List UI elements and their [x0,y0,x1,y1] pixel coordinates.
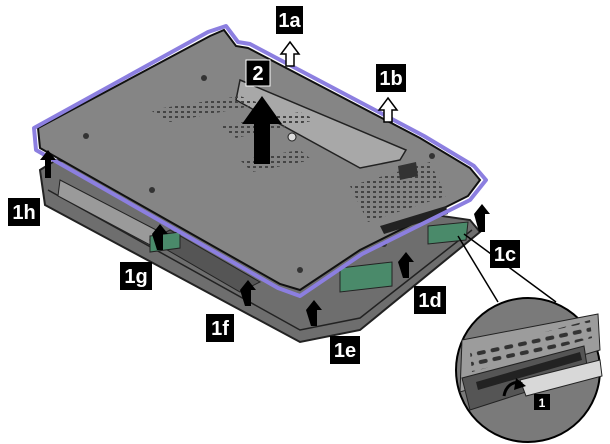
callout-2: 2 [245,59,271,87]
latch-arrow-icon [398,252,414,278]
callout-1c: 1c [490,240,520,268]
svg-text:1h: 1h [12,202,35,224]
svg-text:1a: 1a [278,10,301,32]
svg-text:1b: 1b [379,68,402,90]
callout-1f: 1f [206,314,234,342]
svg-text:1c: 1c [494,244,516,266]
cover-highlight-outline [32,24,488,298]
latch-arrow-icon [474,204,490,232]
callout-1h: 1h [8,198,40,226]
zoom-inset [455,297,603,443]
svg-text:1f: 1f [211,318,229,340]
inset-callout-1: 1 [534,394,550,410]
small-up-arrow-icon [377,96,399,123]
latch-arrow-icon [40,150,56,178]
svg-text:1e: 1e [334,340,356,362]
callout-1b: 1b [376,64,406,92]
svg-text:1g: 1g [124,266,147,288]
small-up-arrow-icon [279,40,301,67]
callout-1d: 1d [414,286,446,314]
leader-line [457,235,499,303]
lift-arrow-icon [242,96,282,164]
callout-1e: 1e [330,336,360,364]
callout-1a: 1a [276,6,303,34]
latch-arrow-icon [306,300,322,326]
callout-1g: 1g [120,262,152,290]
latch-arrow-icon [152,224,168,250]
latch-arrow-icon [240,280,256,306]
svg-text:2: 2 [252,63,263,85]
svg-text:1d: 1d [418,290,441,312]
svg-text:1: 1 [539,396,546,410]
